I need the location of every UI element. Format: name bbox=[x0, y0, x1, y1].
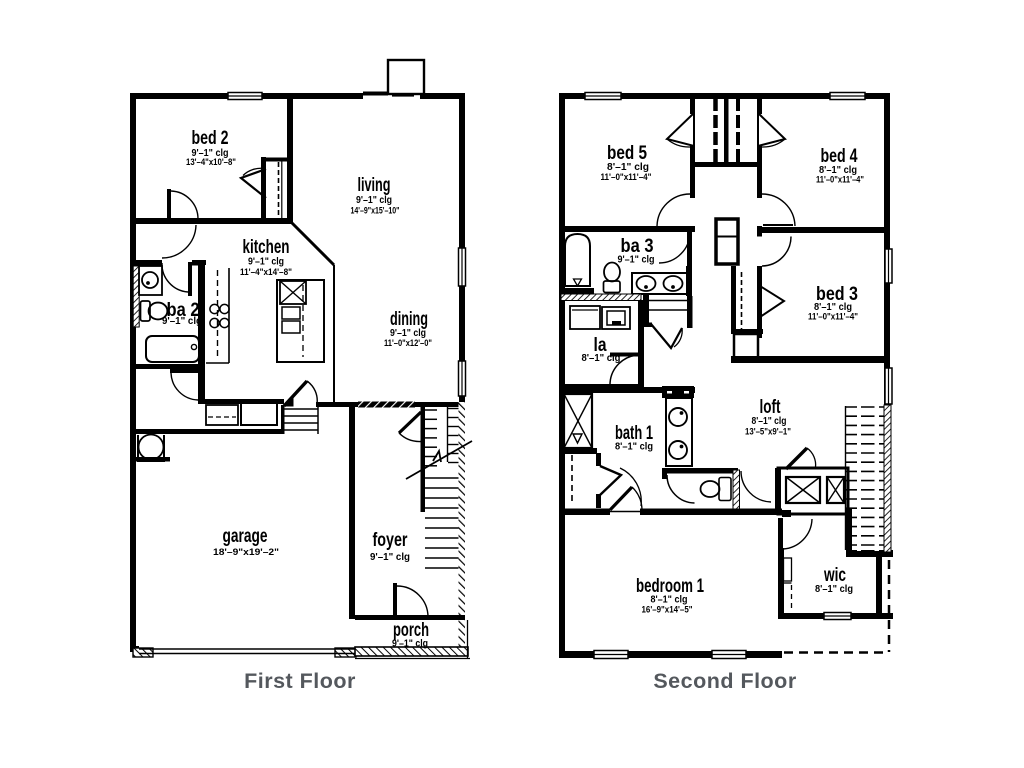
svg-text:foyer: foyer bbox=[373, 530, 408, 551]
svg-text:9'–1" clg: 9'–1" clg bbox=[370, 552, 410, 563]
svg-text:11'–0"x11'–4": 11'–0"x11'–4" bbox=[816, 175, 864, 186]
svg-text:bedroom 1: bedroom 1 bbox=[636, 576, 704, 597]
svg-text:8'–1" clg: 8'–1" clg bbox=[582, 352, 621, 364]
svg-text:9'–1" clg: 9'–1" clg bbox=[618, 254, 655, 266]
svg-text:8'–1" clg: 8'–1" clg bbox=[651, 594, 688, 606]
svg-text:bed 4: bed 4 bbox=[821, 146, 858, 167]
svg-text:bath 1: bath 1 bbox=[615, 423, 653, 444]
svg-text:8'–1" clg: 8'–1" clg bbox=[615, 441, 653, 453]
svg-text:wic: wic bbox=[823, 565, 846, 586]
svg-text:8'–1" clg: 8'–1" clg bbox=[814, 301, 852, 313]
svg-text:8'–1" clg: 8'–1" clg bbox=[815, 583, 853, 595]
svg-text:First Floor: First Floor bbox=[244, 669, 356, 693]
svg-text:9'–1" clg: 9'–1" clg bbox=[356, 194, 392, 206]
svg-text:11'–4"x14'–8": 11'–4"x14'–8" bbox=[240, 267, 292, 278]
svg-text:living: living bbox=[358, 175, 391, 196]
svg-text:14'–9"x15'–10": 14'–9"x15'–10" bbox=[351, 206, 400, 217]
svg-text:loft: loft bbox=[760, 397, 781, 418]
svg-text:9'–1" clg: 9'–1" clg bbox=[248, 256, 284, 268]
svg-text:18'–9"x19'–2": 18'–9"x19'–2" bbox=[213, 547, 279, 558]
svg-text:la: la bbox=[594, 335, 607, 356]
svg-text:11'–0"x11'–4": 11'–0"x11'–4" bbox=[601, 172, 652, 183]
svg-text:13'–4"x10'–8": 13'–4"x10'–8" bbox=[186, 157, 236, 168]
svg-text:11'–0"x12'–0": 11'–0"x12'–0" bbox=[384, 338, 432, 349]
svg-text:Second Floor: Second Floor bbox=[653, 669, 797, 693]
svg-text:ba 2: ba 2 bbox=[167, 300, 200, 321]
svg-text:8'–1" clg: 8'–1" clg bbox=[752, 415, 787, 427]
svg-text:9'–1" clg: 9'–1" clg bbox=[192, 147, 229, 159]
svg-text:porch: porch bbox=[393, 620, 429, 641]
svg-text:8'–1" clg: 8'–1" clg bbox=[819, 164, 857, 176]
svg-text:8'–1" clg: 8'–1" clg bbox=[607, 161, 649, 173]
svg-text:16'–9"x14'–5": 16'–9"x14'–5" bbox=[642, 605, 693, 616]
svg-text:bed 2: bed 2 bbox=[192, 128, 229, 149]
svg-text:dining: dining bbox=[390, 309, 428, 330]
svg-text:9'–1" clg: 9'–1" clg bbox=[390, 327, 426, 339]
svg-text:bed 3: bed 3 bbox=[816, 284, 858, 305]
svg-text:11'–0"x11'–4": 11'–0"x11'–4" bbox=[808, 312, 858, 323]
svg-text:bed 5: bed 5 bbox=[607, 143, 647, 164]
svg-text:ba 3: ba 3 bbox=[621, 236, 654, 257]
svg-text:9'–1" clg: 9'–1" clg bbox=[162, 316, 202, 327]
svg-text:kitchen: kitchen bbox=[243, 237, 290, 258]
svg-text:9'–1" clg: 9'–1" clg bbox=[392, 639, 428, 650]
svg-text:garage: garage bbox=[223, 526, 268, 547]
svg-text:13'–5"x9'–1": 13'–5"x9'–1" bbox=[745, 427, 791, 438]
